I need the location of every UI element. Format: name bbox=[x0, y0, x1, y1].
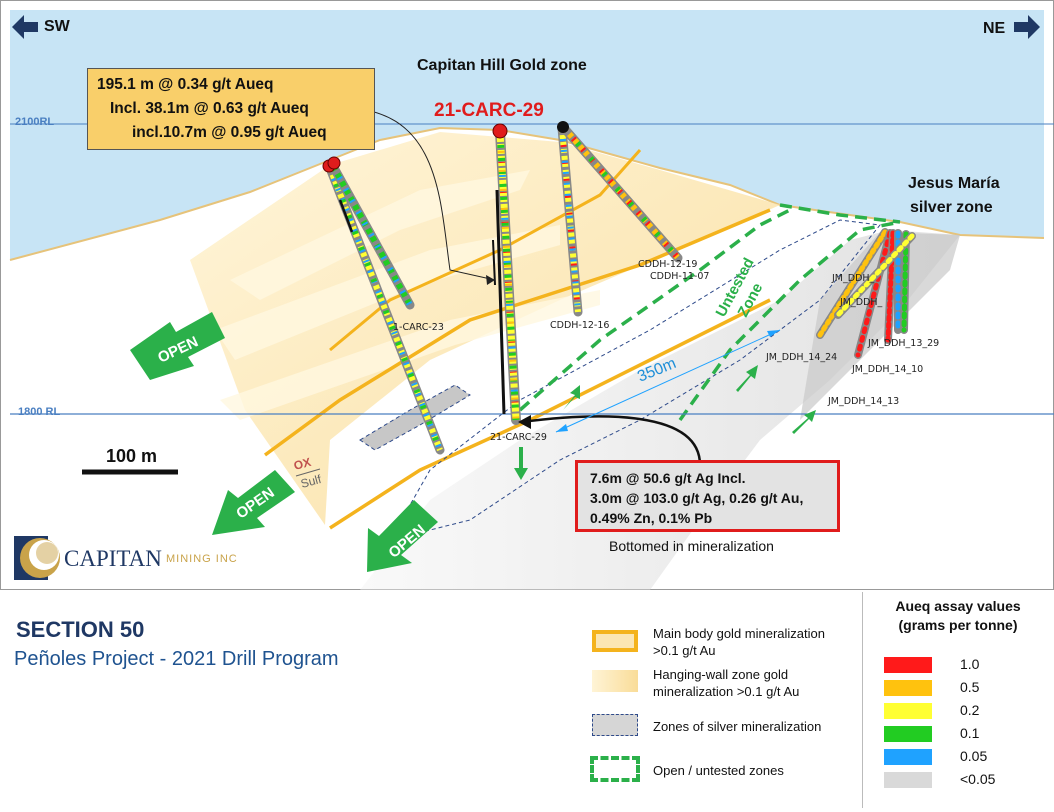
direction-ne: NE bbox=[983, 20, 1006, 37]
assay-label: 0.05 bbox=[960, 748, 988, 764]
distance-arrow bbox=[555, 329, 781, 433]
hw-band-1 bbox=[230, 170, 530, 300]
legend-swatch-open bbox=[590, 756, 640, 782]
collar-carc29 bbox=[492, 123, 508, 139]
assay-swatch bbox=[884, 703, 932, 719]
legend-swatch-silver bbox=[592, 714, 638, 736]
silver-zone-title-1: Jesus María bbox=[908, 175, 1000, 192]
label-jm1410: JM_DDH_14_10 bbox=[851, 364, 923, 375]
silver-connector-arrowhead bbox=[518, 415, 531, 429]
sulf-label: Sulf bbox=[299, 472, 323, 491]
bottomed-note: Bottomed in mineralization bbox=[609, 538, 774, 554]
silver-halo bbox=[360, 230, 960, 590]
silver-callout-line3: 0.49% Zn, 0.1% Pb bbox=[590, 510, 713, 526]
label-cddh1107: CDDH-11-07 bbox=[650, 271, 709, 282]
rl-2100-label: 2100RL bbox=[15, 116, 55, 128]
drill-hole-cddh1216 bbox=[557, 123, 583, 317]
label-jm1413: JM_DDH_14_13 bbox=[827, 396, 899, 407]
assay-swatch bbox=[884, 680, 932, 696]
gold-intercept-callout: 195.1 m @ 0.34 g/t Aueq Incl. 38.1m @ 0.… bbox=[87, 68, 375, 150]
ne-arrow-icon bbox=[1014, 15, 1040, 39]
legend-swatch-hanging-wall bbox=[592, 670, 638, 692]
legend-open: Open / untested zones bbox=[653, 763, 784, 778]
gold-callout-line2: Incl. 38.1m @ 0.63 g/t Aueq bbox=[110, 100, 309, 117]
label-cddh1216: CDDH-12-16 bbox=[550, 320, 609, 331]
assay-swatch bbox=[884, 726, 932, 742]
gold-connector-arrowhead bbox=[486, 275, 495, 285]
logo-name: CAPITAN bbox=[64, 546, 162, 571]
label-jm13: JM_DDH_13_29 bbox=[867, 338, 939, 349]
label-cddh1219: CDDH-12-19 bbox=[638, 259, 697, 270]
ox-label: OX bbox=[292, 455, 312, 473]
distance-arrowhead-a bbox=[556, 424, 568, 432]
legend-main-body: Main body gold mineralization>0.1 g/t Au bbox=[653, 626, 825, 658]
assay-label: 0.2 bbox=[960, 702, 980, 718]
gold-callout-line3: incl.10.7m @ 0.95 g/t Aueq bbox=[132, 124, 327, 141]
drill-hole-carc29 bbox=[495, 127, 521, 425]
assay-swatch bbox=[884, 657, 932, 673]
intercept-bar-carc29 bbox=[495, 189, 506, 415]
gold-callout-line1: 195.1 m @ 0.34 g/t Aueq bbox=[97, 76, 274, 93]
silver-callout-line2: 3.0m @ 103.0 g/t Ag, 0.26 g/t Au, bbox=[590, 490, 804, 506]
intercept-bar-carc29-b bbox=[492, 239, 496, 286]
intercept-bar-carc23 bbox=[338, 199, 354, 233]
legend-panel bbox=[0, 590, 1054, 812]
hw-band-2 bbox=[215, 225, 560, 360]
assay-label: 0.1 bbox=[960, 725, 980, 741]
jesus-maria-zone bbox=[800, 232, 960, 420]
label-carc29: 21-CARC-29 bbox=[490, 432, 547, 443]
section-subtitle: Peñoles Project - 2021 Drill Program bbox=[14, 648, 339, 670]
legend-swatch-main-body bbox=[592, 630, 638, 652]
untested-zone-dash-1 bbox=[518, 208, 791, 412]
direction-sw: SW bbox=[44, 18, 70, 35]
silver-callout-line1: 7.6m @ 50.6 g/t Ag Incl. bbox=[590, 470, 746, 486]
untested-zone-dash-2 bbox=[678, 220, 901, 422]
drill-hole-carc23-a bbox=[325, 163, 445, 455]
green-arrows bbox=[514, 365, 816, 480]
sw-arrow-icon bbox=[12, 15, 38, 39]
drill-holes-jesus-maria bbox=[816, 228, 916, 359]
assay-swatch bbox=[884, 772, 932, 788]
section-title: SECTION 50 bbox=[16, 617, 145, 642]
silver-pod bbox=[359, 384, 471, 451]
label-jm-a: JM_DDH_ bbox=[831, 273, 875, 284]
logo-suffix: MINING INC bbox=[166, 553, 238, 565]
gold-zone-title: Capitan Hill Gold zone bbox=[417, 57, 587, 74]
silver-intercept-callout: 7.6m @ 50.6 g/t Ag Incl. 3.0m @ 103.0 g/… bbox=[575, 460, 840, 532]
capitan-logo-icon bbox=[14, 536, 60, 580]
silver-callout-connector bbox=[521, 415, 702, 466]
label-jm1424: JM_DDH_14_24 bbox=[765, 352, 837, 363]
assay-label: 1.0 bbox=[960, 656, 980, 672]
highlight-hole-label: 21-CARC-29 bbox=[434, 100, 544, 121]
collar-carc23-b bbox=[327, 156, 341, 170]
assay-title: Aueq assay values(grams per tonne) bbox=[895, 598, 1021, 633]
silver-zone-outline bbox=[388, 219, 881, 541]
assay-label: <0.05 bbox=[960, 771, 996, 787]
distance-arrowhead-b bbox=[767, 330, 780, 337]
assay-divider bbox=[862, 592, 863, 808]
gold-callout-connector bbox=[344, 107, 496, 281]
legend-silver: Zones of silver mineralization bbox=[653, 719, 822, 734]
assay-label: 0.5 bbox=[960, 679, 980, 695]
drill-hole-carc23-b bbox=[328, 161, 415, 310]
drill-hole-cddh1219 bbox=[559, 123, 683, 263]
scale-bar-label: 100 m bbox=[106, 446, 158, 466]
untested-zone-dash-3 bbox=[779, 203, 901, 224]
label-carc23: 1-CARC-23 bbox=[393, 322, 444, 333]
collar-cddh bbox=[557, 121, 569, 133]
rl-1800-label: 1800 RL bbox=[18, 406, 61, 418]
label-jm-b: JM_DDH_ bbox=[839, 297, 883, 308]
assay-swatch bbox=[884, 749, 932, 765]
silver-zone-title-2: silver zone bbox=[910, 199, 993, 216]
ox-sulf-divider bbox=[295, 468, 321, 477]
